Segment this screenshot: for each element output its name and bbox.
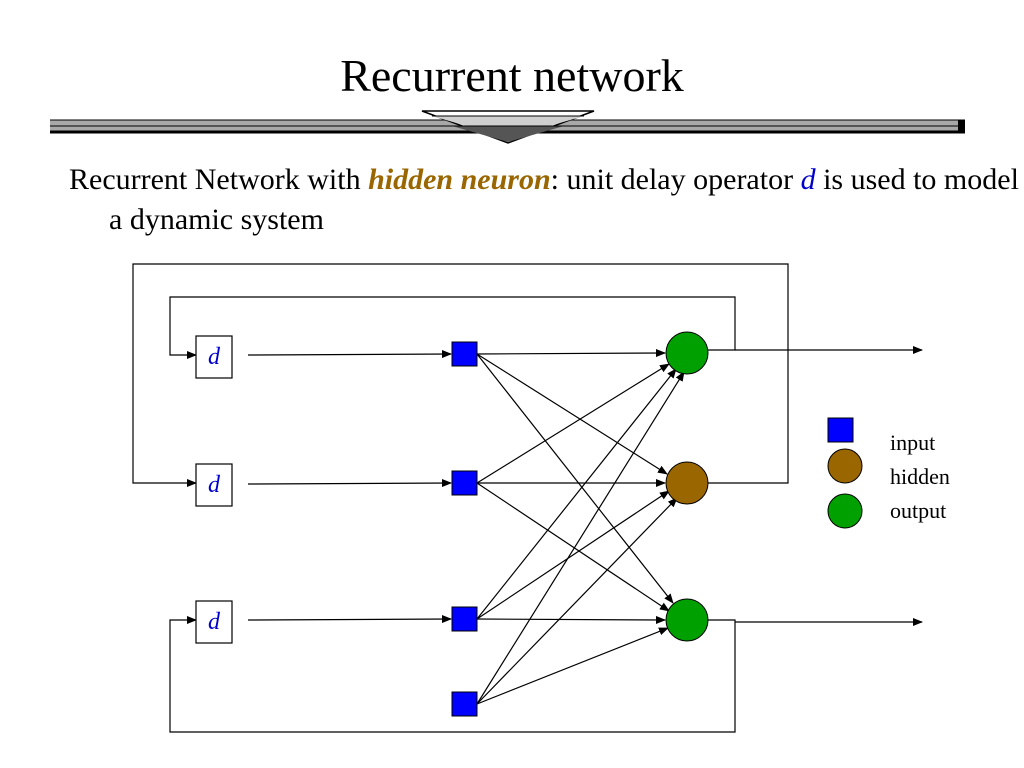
input-node-1 [451, 341, 478, 367]
title-divider [50, 110, 965, 144]
input-node-2 [451, 470, 478, 496]
feedback-loop-outer [132, 263, 789, 487]
legend: input hidden output [827, 417, 950, 529]
hidden-neuron [665, 461, 709, 505]
delay-operator-label-3: d [208, 609, 221, 635]
delay-operator-3: d [195, 600, 233, 644]
slide-title: Recurrent network [340, 50, 684, 101]
edge-in1-out1 [476, 349, 666, 358]
input-node-3 [451, 606, 478, 632]
delay-operator-symbol: d [800, 163, 816, 196]
delay-operator-label-2: d [208, 472, 221, 498]
legend-hidden-label: hidden [890, 464, 950, 489]
feedback-loop-inner [169, 296, 736, 359]
feedback-loop-bottom [169, 616, 736, 733]
slide-body-text: Recurrent Network with hidden neuron: un… [69, 160, 1024, 240]
edge-in4-out2 [476, 627, 669, 705]
edge-in2-out2 [476, 482, 670, 612]
edge-in3-hidden [476, 490, 670, 620]
legend-input-label: input [890, 430, 935, 455]
edge-in3-out1 [476, 368, 677, 620]
output-neuron-2 [665, 598, 709, 642]
edge-in1-out2 [476, 353, 674, 604]
delay-to-input-3 [247, 615, 452, 624]
edge-in1-hidden [476, 353, 668, 475]
edge-in4-out1 [476, 371, 685, 705]
delay-operator-2: d [195, 463, 233, 507]
output-neuron-1 [665, 331, 709, 375]
delay-operator-1: d [195, 335, 233, 379]
hidden-neuron-emphasis: hidden neuron [368, 163, 551, 196]
body-text-after: is used to model a dynamic system [109, 163, 1019, 236]
legend-hidden-swatch [827, 448, 863, 484]
body-text-before: Recurrent Network with [69, 163, 369, 196]
input-node-4 [451, 691, 478, 717]
delay-to-input-2 [247, 479, 452, 488]
edge-in4-hidden [476, 497, 678, 705]
delay-to-input-1 [247, 350, 452, 359]
legend-output-swatch [827, 493, 863, 529]
edge-in2-out1 [476, 363, 670, 484]
body-text-mid: : unit delay operator [550, 163, 801, 196]
legend-input-swatch [827, 417, 854, 443]
legend-output-label: output [890, 498, 946, 523]
edge-in3-out2 [476, 615, 666, 624]
delay-operator-label-1: d [208, 344, 221, 370]
